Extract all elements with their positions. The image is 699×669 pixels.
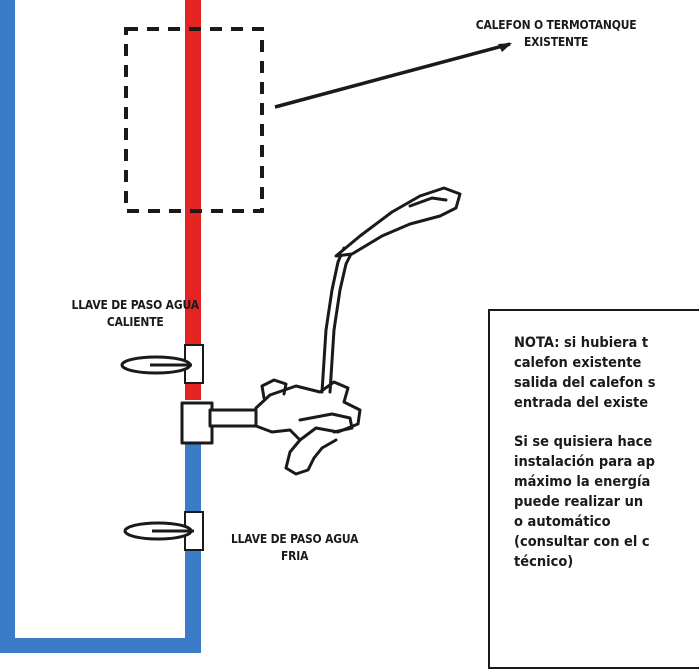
note-line: salida del calefon s bbox=[514, 375, 656, 391]
cold-valve-label: LLAVE DE PASO AGUA FRIA bbox=[200, 530, 389, 564]
note-line: máximo la energía bbox=[514, 474, 651, 490]
note-line: entrada del existe bbox=[514, 395, 649, 411]
hot-water-valve-icon bbox=[120, 344, 204, 384]
shower-faucet-icon bbox=[180, 186, 462, 476]
note-line: (consultar con el c bbox=[514, 534, 650, 550]
note-text: NOTA: si hubiera t calefon existente sal… bbox=[514, 333, 699, 572]
note-line: NOTA: si hubiera t bbox=[514, 335, 649, 351]
note-line: calefon existente bbox=[514, 355, 642, 371]
hot-valve-label-line-2: CALIENTE bbox=[106, 314, 164, 329]
cold-valve-label-line-1: LLAVE DE PASO AGUA bbox=[230, 531, 359, 546]
note-paragraph-gap bbox=[514, 413, 699, 432]
water-heater-outline bbox=[124, 27, 264, 213]
hot-water-pipe bbox=[185, 0, 201, 400]
note-line: técnico) bbox=[514, 554, 574, 570]
note-line: Si se quisiera hace bbox=[514, 434, 653, 450]
heater-label-line-2: EXISTENTE bbox=[524, 34, 589, 49]
heater-label-line-1: CALEFON O TERMOTANQUE bbox=[475, 17, 637, 32]
heater-label: CALEFON O TERMOTANQUE EXISTENTE bbox=[440, 16, 672, 50]
note-line: o automático bbox=[514, 514, 611, 530]
heater-leader-line bbox=[274, 42, 511, 109]
hot-valve-label: LLAVE DE PASO AGUA CALIENTE bbox=[32, 296, 238, 330]
note-line: puede realizar un bbox=[514, 494, 644, 510]
note-box: NOTA: si hubiera t calefon existente sal… bbox=[488, 309, 699, 669]
cold-water-valve-icon bbox=[123, 511, 204, 551]
cold-water-pipe bbox=[0, 0, 201, 653]
hot-valve-label-line-1: LLAVE DE PASO AGUA bbox=[71, 297, 199, 312]
plumbing-diagram bbox=[0, 0, 512, 653]
cold-valve-label-line-2: FRIA bbox=[280, 548, 309, 563]
heater-leader-arrowhead bbox=[498, 43, 512, 52]
note-line: instalación para ap bbox=[514, 454, 655, 470]
